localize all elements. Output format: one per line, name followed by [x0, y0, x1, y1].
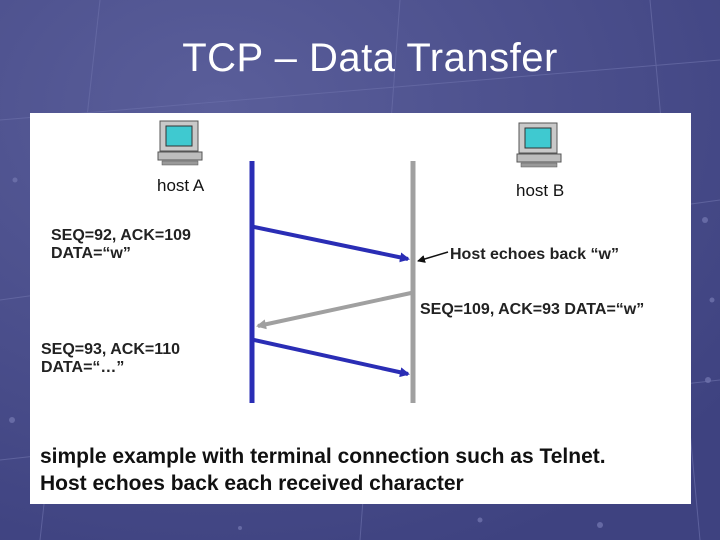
message-3-seq: SEQ=93, ACK=110 — [41, 341, 181, 358]
message-arrow-2 — [256, 291, 412, 330]
diagram-panel: host A host B SEQ=92, ACK=109 DATA=“w” H… — [30, 113, 691, 504]
host-b-label: host B — [516, 181, 565, 200]
echo-annotation-pointer — [417, 251, 449, 263]
message-1-seq: SEQ=92, ACK=109 — [51, 227, 191, 244]
message-3-data: DATA=“…” — [41, 359, 125, 376]
sequence-diagram — [249, 161, 449, 403]
message-1-label: SEQ=92, ACK=109 DATA=“w” — [51, 227, 191, 263]
diagram-caption: simple example with terminal connection … — [40, 443, 606, 497]
message-3-label: SEQ=93, ACK=110 DATA=“…” — [41, 341, 180, 377]
computer-icon — [516, 122, 562, 168]
echo-annotation: Host echoes back “w” — [450, 246, 619, 263]
message-2-label: SEQ=109, ACK=93 DATA=“w” — [420, 301, 645, 318]
slide-title: TCP – Data Transfer — [182, 36, 558, 80]
message-arrow-1 — [253, 225, 410, 263]
caption-line-2: Host echoes back each received character — [40, 472, 464, 495]
computer-icon — [157, 120, 203, 166]
caption-line-1: simple example with terminal connection … — [40, 445, 606, 468]
host-a-label: host A — [157, 176, 205, 195]
message-1-data: DATA=“w” — [51, 245, 131, 262]
message-arrow-3 — [253, 338, 410, 378]
